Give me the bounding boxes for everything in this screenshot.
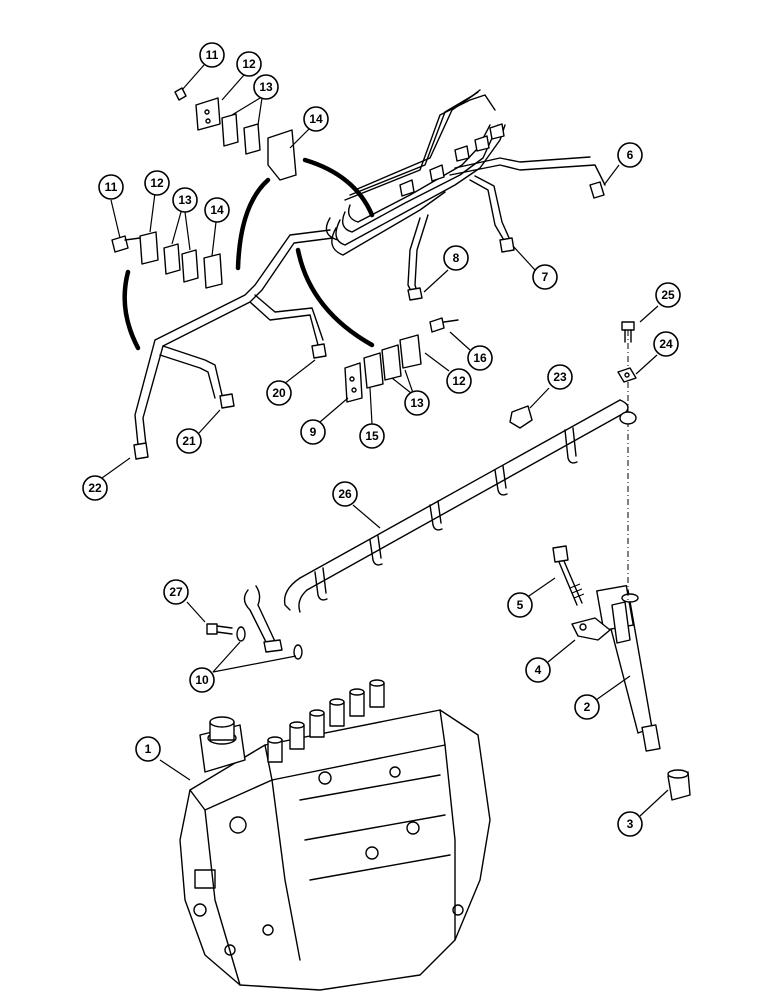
callout-5: 5	[507, 592, 533, 618]
callout-label: 16	[473, 351, 487, 365]
fuel-return-line	[243, 399, 637, 653]
copper-washers	[236, 626, 303, 660]
callout-24: 24	[653, 331, 679, 357]
callout-label: 26	[338, 487, 352, 501]
callout-label: 27	[169, 585, 183, 599]
callout-6: 6	[617, 142, 643, 168]
callout-label: 12	[242, 57, 256, 71]
callout-9: 9	[300, 419, 326, 445]
callout-label: 13	[259, 80, 273, 94]
callout-2: 2	[574, 694, 600, 720]
banjo-bolt	[621, 321, 635, 343]
return-line-bolt	[206, 623, 233, 635]
fuel-injector	[596, 584, 661, 752]
assembly-arrows	[122, 157, 375, 351]
callout-13-left: 13	[172, 187, 198, 213]
callout-14-left: 14	[204, 197, 230, 223]
callout-label: 14	[309, 112, 323, 126]
callout-25: 25	[655, 282, 681, 308]
callout-16: 16	[467, 345, 493, 371]
callout-label: 7	[542, 270, 549, 284]
callout-11-top: 11	[199, 42, 225, 68]
callout-label: 14	[210, 203, 224, 217]
callout-label: 20	[272, 386, 286, 400]
callout-1: 1	[135, 736, 161, 762]
callout-10: 10	[189, 667, 215, 693]
callout-7: 7	[532, 264, 558, 290]
injection-lines	[133, 89, 606, 460]
clamp-set-left	[111, 231, 223, 289]
callout-label: 25	[661, 288, 675, 302]
callout-label: 2	[584, 700, 591, 714]
callout-12-top: 12	[236, 51, 262, 77]
callout-label: 6	[627, 148, 634, 162]
callout-label: 11	[206, 48, 219, 62]
callout-15: 15	[359, 423, 385, 449]
callout-11-left: 11	[98, 174, 124, 200]
callout-label: 1	[145, 742, 152, 756]
callout-label: 8	[453, 251, 460, 265]
callout-26: 26	[332, 481, 358, 507]
callout-27: 27	[163, 579, 189, 605]
line-clip	[509, 405, 533, 429]
callout-12-center: 12	[446, 368, 472, 394]
injection-pump	[179, 679, 491, 991]
callout-label: 15	[365, 429, 379, 443]
callout-8: 8	[443, 245, 469, 271]
callout-label: 21	[182, 434, 196, 448]
callout-label: 24	[659, 337, 673, 351]
callout-12-left: 12	[144, 170, 170, 196]
callout-21: 21	[176, 428, 202, 454]
sealing-washer	[617, 367, 637, 383]
callout-label: 13	[178, 193, 192, 207]
clamp-set-center	[344, 317, 459, 403]
callout-label: 10	[195, 673, 209, 687]
callout-13-center: 13	[404, 390, 430, 416]
nozzle-seal	[667, 769, 691, 801]
callout-3: 3	[617, 811, 643, 837]
callout-13-top: 13	[253, 74, 279, 100]
callout-label: 13	[410, 396, 424, 410]
callout-label: 11	[105, 180, 118, 194]
clamp-bolt	[552, 545, 585, 606]
callout-label: 9	[310, 425, 317, 439]
injector-clamp	[571, 617, 611, 641]
callout-label: 5	[517, 598, 524, 612]
clamp-set-top	[174, 87, 297, 181]
leader-lines	[101, 64, 669, 817]
callout-label: 4	[535, 663, 542, 677]
callout-label: 23	[553, 370, 567, 384]
callout-label: 3	[627, 817, 634, 831]
callout-23: 23	[547, 364, 573, 390]
callout-14-top: 14	[303, 106, 329, 132]
callout-4: 4	[525, 657, 551, 683]
callout-label: 12	[452, 374, 466, 388]
callout-22: 22	[82, 475, 108, 501]
callout-20: 20	[266, 380, 292, 406]
callout-label: 12	[150, 176, 164, 190]
callout-label: 22	[88, 481, 102, 495]
